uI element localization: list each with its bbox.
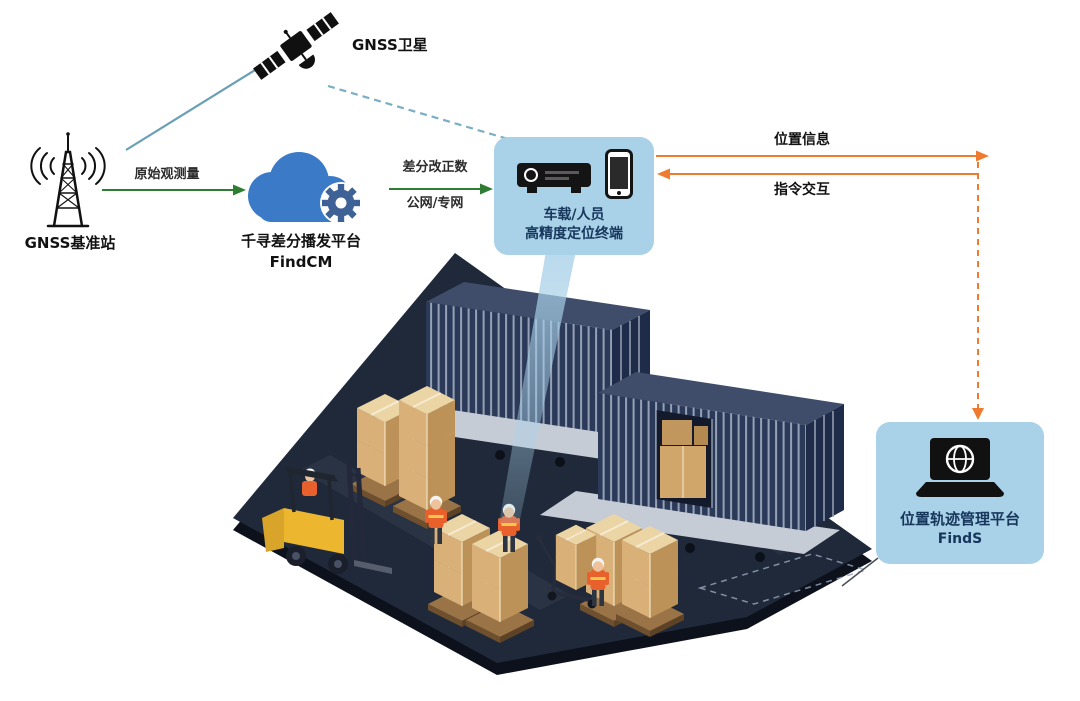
satellite-icon <box>253 12 339 80</box>
base-station-label: GNSS基准站 <box>24 234 116 252</box>
container-2-open-door <box>655 410 713 508</box>
smartphone-icon <box>605 149 633 203</box>
satellite-label: GNSS卫星 <box>352 36 428 54</box>
base-station-icon <box>30 132 106 228</box>
raw-obs-arrow <box>102 184 246 196</box>
positioning-beam <box>499 251 576 524</box>
raw-observation-label: 原始观测量 <box>134 167 200 182</box>
command-label: 指令交互 <box>774 182 830 198</box>
receiver-device-icon <box>515 159 595 203</box>
terminal-label-line1: 车载/人员 <box>543 207 605 223</box>
warehouse-floor <box>233 253 872 663</box>
command-arrow <box>657 168 978 180</box>
downlink-dashed-arrow <box>972 162 984 420</box>
forklift-icon <box>262 463 392 574</box>
cloud-platform-name: 千寻差分播发平台 <box>240 232 361 250</box>
gnss-signal-solid <box>125 61 269 151</box>
position-info-arrow <box>656 150 989 162</box>
position-info-label: 位置信息 <box>774 132 830 148</box>
warehouse-illustration <box>233 253 872 675</box>
cloud-platform-product: FindCM <box>269 253 333 271</box>
zone-dashed-outline <box>697 553 869 605</box>
container-2 <box>598 372 844 531</box>
corrections-label: 差分改正数 <box>402 160 468 175</box>
management-platform-name: 位置轨迹管理平台 <box>899 510 1020 528</box>
laptop-globe-icon <box>914 438 1006 502</box>
management-platform-bubble: 位置轨迹管理平台 FindS <box>876 422 1044 564</box>
management-platform-product: FindS <box>937 530 983 547</box>
terminal-bubble: 车载/人员 高精度定位终端 <box>494 137 654 255</box>
gnss-signal-dashed <box>327 84 516 143</box>
corrections-arrow <box>389 183 493 195</box>
gear-icon <box>320 182 362 224</box>
finds-callout-line <box>841 557 879 587</box>
terminal-label-line2: 高精度定位终端 <box>525 226 623 242</box>
network-label: 公网/专网 <box>406 196 464 211</box>
